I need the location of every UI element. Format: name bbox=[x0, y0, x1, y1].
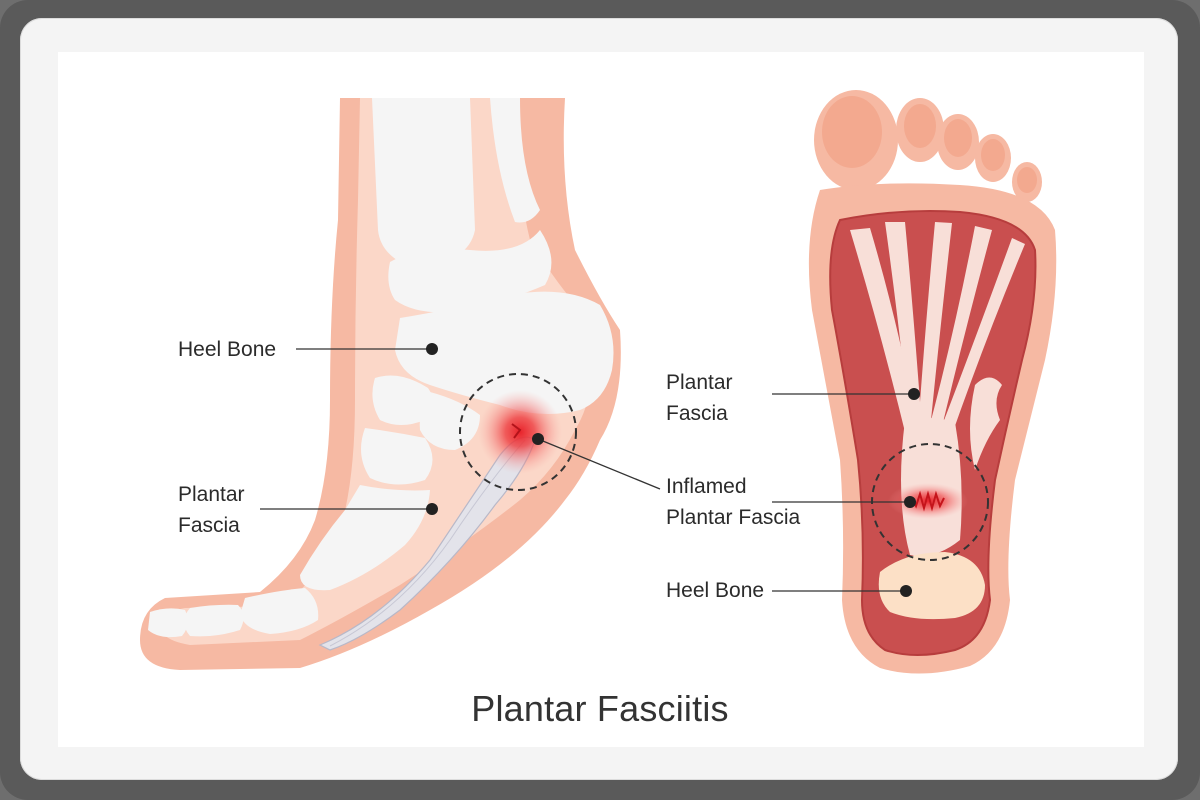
side-view-foot bbox=[140, 98, 621, 670]
sole-plantar-fascia-label-line1: Plantar bbox=[666, 371, 733, 394]
side-plantar-fascia-label: Plantar Fascia bbox=[178, 479, 245, 541]
side-navicular-bone bbox=[372, 375, 434, 425]
side-tear-mark bbox=[511, 423, 522, 439]
side-heel-bone bbox=[395, 291, 614, 414]
sole-heel-bone-dot bbox=[900, 585, 912, 597]
sole-plantar-fascia-dot bbox=[908, 388, 920, 400]
sole-inflammation-glow bbox=[888, 483, 968, 519]
side-plantar-fascia-dot bbox=[426, 503, 438, 515]
sole-plantar-fascia-label: Plantar Fascia bbox=[666, 367, 733, 429]
side-heel-bone-dot bbox=[426, 343, 438, 355]
inflamed-plantar-fascia-label: Inflamed Plantar Fascia bbox=[666, 471, 800, 533]
side-talus-bone bbox=[388, 230, 552, 313]
sole-view-callouts bbox=[772, 388, 920, 597]
sole-heel-bone-label: Heel Bone bbox=[666, 575, 764, 606]
sole-plantar-fascia-label-line2: Fascia bbox=[666, 402, 728, 425]
inflamed-label-line1: Inflamed bbox=[666, 475, 747, 498]
side-tibia-bone bbox=[372, 98, 475, 262]
sole-inflamed-dot bbox=[904, 496, 916, 508]
side-view-callouts bbox=[260, 343, 661, 515]
diagram-title: Plantar Fasciitis bbox=[471, 688, 729, 729]
inflamed-label-line2: Plantar Fascia bbox=[666, 506, 801, 529]
side-plantar-fascia-label-line2: Fascia bbox=[178, 514, 240, 537]
sole-heel-bone bbox=[878, 552, 985, 620]
side-metatarsal-bone bbox=[300, 485, 430, 591]
side-toe-bone-3 bbox=[148, 608, 188, 638]
side-heel-bone-label: Heel Bone bbox=[178, 334, 276, 365]
side-cuneiform-bone bbox=[361, 428, 433, 485]
side-toe-bone-2 bbox=[184, 604, 244, 637]
side-inflamed-dot bbox=[532, 433, 544, 445]
sole-heel-bone-label-text: Heel Bone bbox=[666, 579, 765, 602]
side-toe-bone-1 bbox=[240, 588, 319, 634]
sole-view-foot bbox=[808, 90, 1057, 674]
side-inflammation-glow bbox=[478, 390, 562, 474]
sole-tear-mark bbox=[911, 490, 945, 512]
side-heel-bone-label-text: Heel Bone bbox=[178, 338, 277, 361]
side-inflammation-circle bbox=[459, 373, 577, 491]
side-plantar-fascia-label-line1: Plantar bbox=[178, 483, 245, 506]
side-fibula-bone bbox=[490, 98, 540, 223]
